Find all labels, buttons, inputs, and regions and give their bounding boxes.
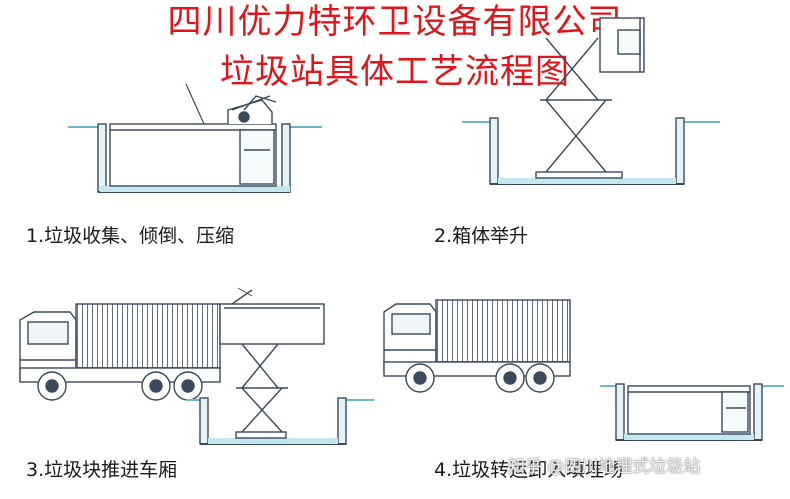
- panel-4-truck-transfer: [383, 299, 784, 441]
- panel-1-collection-pit: [68, 83, 322, 193]
- company-title: 四川优力特环卫设备有限公司: [167, 2, 623, 42]
- step-3-label: 3.垃圾块推进车厢: [26, 459, 178, 481]
- step-1-label: 1.垃圾收集、倾倒、压缩: [26, 225, 235, 247]
- watermark: 知乎 @四川地埋式垃圾站: [508, 457, 701, 477]
- step-2-label: 2.箱体举升: [434, 225, 529, 247]
- diagram-title: 垃圾站具体工艺流程图: [220, 52, 570, 92]
- panel-3-truck-loading: [19, 287, 374, 445]
- panel-2-lift-pit: [462, 17, 720, 185]
- step-4-label: 4.垃圾转运卸入填埋场: [434, 459, 624, 481]
